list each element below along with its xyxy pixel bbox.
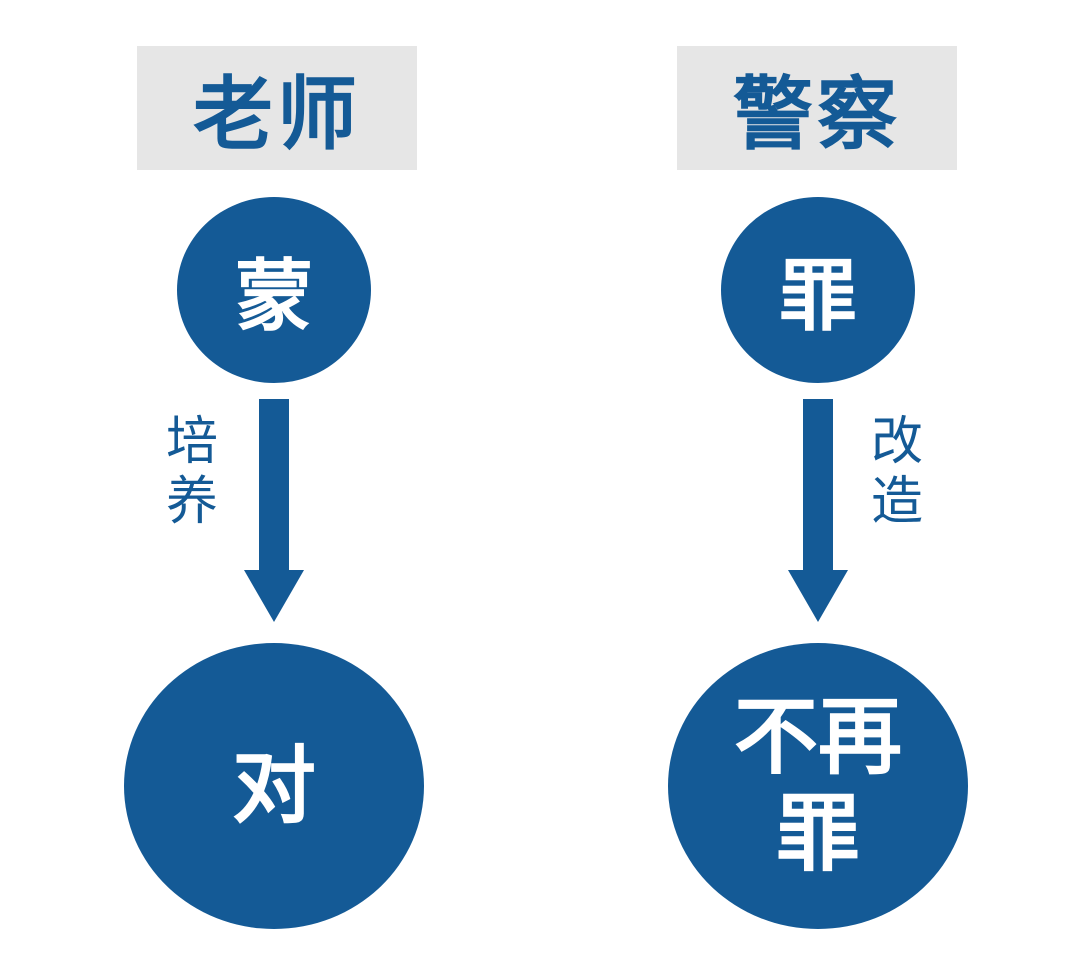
title-teacher: 老师 bbox=[137, 46, 417, 170]
left-top-node: 蒙 bbox=[177, 197, 371, 383]
left-result-node: 对 bbox=[124, 643, 424, 929]
right-result-text: 不再罪 bbox=[733, 687, 902, 883]
left-arrow-head bbox=[244, 570, 304, 622]
right-arrow-label: 改造 bbox=[870, 412, 923, 532]
left-arrow-shaft bbox=[259, 399, 289, 572]
title-police: 警察 bbox=[677, 46, 957, 170]
right-arrow-head bbox=[788, 570, 848, 622]
right-result-node: 不再罪 bbox=[668, 643, 968, 929]
right-top-node: 罪 bbox=[721, 197, 915, 383]
right-arrow-shaft bbox=[803, 399, 833, 572]
left-arrow-label: 培养 bbox=[165, 412, 218, 532]
left-result-text: 对 bbox=[231, 735, 316, 835]
